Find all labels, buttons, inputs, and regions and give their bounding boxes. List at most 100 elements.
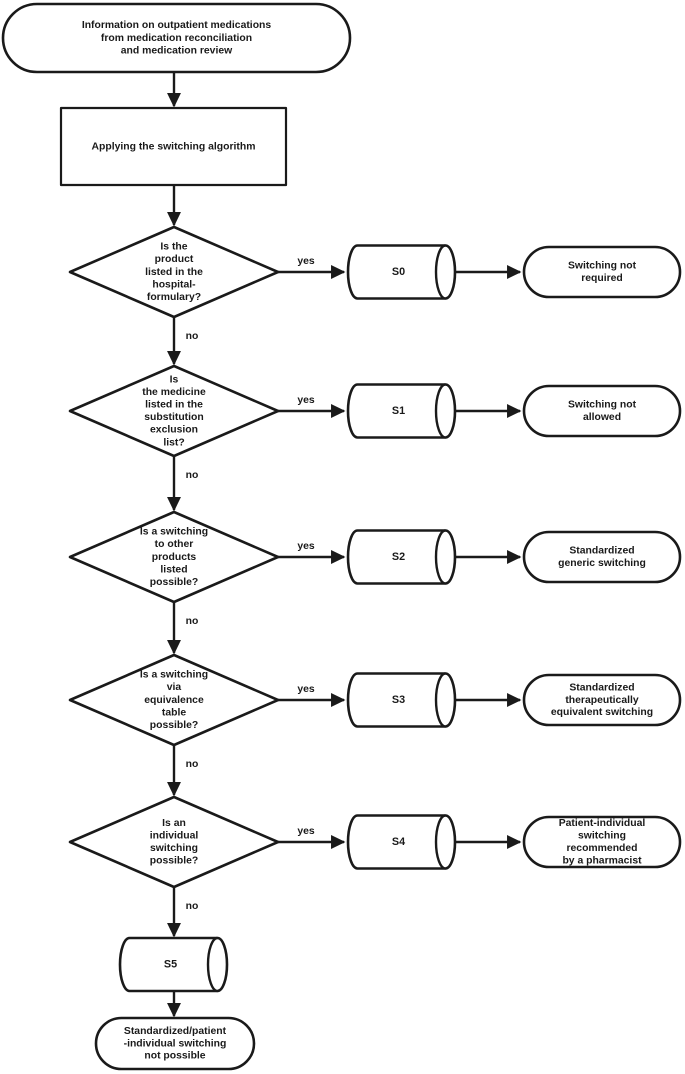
decision-other-products-outline (68, 510, 280, 604)
outcome-s4-label-line: switching (578, 831, 626, 842)
decision-exclusion-list-outline (68, 364, 280, 458)
decision-other-products-label-line: Is a switching (140, 527, 208, 538)
outcome-s0-outline (522, 245, 682, 299)
outcome-s0-label-line: required (581, 273, 623, 284)
start-node-label-line: Information on outpatient medications (82, 20, 272, 31)
outcome-s4-outline (522, 815, 682, 869)
outcome-s1-label-line: allowed (583, 412, 621, 423)
edge-label-yes-4: yes (297, 684, 315, 695)
decision-equivalence-table-label-line: equivalence (144, 695, 204, 706)
state-S5[interactable] (118, 936, 229, 993)
outcome-s5[interactable] (94, 1016, 256, 1071)
outcome-s2[interactable] (522, 530, 682, 584)
state-S1-cap (434, 383, 446, 439)
state-S3[interactable] (346, 672, 457, 728)
outcome-s3-label-line: equivalent switching (551, 707, 653, 718)
outcome-s5-label-line: not possible (144, 1051, 205, 1062)
outcome-s1[interactable] (522, 384, 682, 438)
decision-equivalence-table-label-line: via (167, 682, 182, 693)
edge-label-no-4: no (186, 759, 199, 770)
outcome-s4-label-line: by a pharmacist (562, 855, 642, 866)
edge-label-yes-3: yes (297, 541, 315, 552)
decision-other-products-label-line: possible? (150, 577, 199, 588)
edge-label-yes-1: yes (297, 256, 315, 267)
decision-equivalence-table-label-line: table (162, 707, 186, 718)
decision-other-products-label-line: to other (155, 539, 194, 550)
decision-individual-switching-label-line: Is an (162, 818, 186, 829)
outcome-s3-outline (522, 673, 682, 727)
outcome-s2-label-line: generic switching (558, 558, 646, 569)
state-S2[interactable] (346, 529, 457, 585)
process-node[interactable] (59, 106, 288, 187)
state-S4-label: S4 (392, 836, 405, 848)
decision-formulary-label-line: product (155, 254, 194, 265)
outcome-s4-label-line: recommended (566, 843, 637, 854)
outcome-s1-label-line: Switching not (568, 400, 637, 411)
process-node-label-line: Applying the switching algorithm (92, 141, 256, 152)
process-node-label: Applying the switching algorithm (92, 141, 256, 152)
decision-exclusion-list-label-line: substitution (144, 412, 203, 423)
state-S0-label: S0 (392, 266, 405, 278)
state-S5-cap (206, 936, 218, 993)
outcome-s4[interactable] (522, 815, 682, 869)
state-S3-label: S3 (392, 694, 405, 706)
decision-equivalence-table[interactable] (68, 653, 280, 747)
decision-formulary-outline (68, 225, 280, 319)
start-node[interactable] (1, 2, 352, 74)
outcome-s4-label-line: Patient-individual (559, 818, 646, 829)
state-S1-label: S1 (392, 405, 405, 417)
state-S5-label: S5 (164, 958, 177, 970)
state-S1-label-line: S1 (392, 405, 405, 417)
state-S0-cap (434, 244, 446, 300)
decision-individual-switching-label-line: individual (150, 830, 199, 841)
outcome-s3[interactable] (522, 673, 682, 727)
outcome-s3-label-line: therapeutically (565, 695, 639, 706)
state-S5-label-line: S5 (164, 958, 177, 970)
decision-other-products[interactable] (68, 510, 280, 604)
decision-exclusion-list[interactable] (68, 364, 280, 458)
decision-exclusion-list-label-line: listed in the (145, 399, 203, 410)
outcome-s0[interactable] (522, 245, 682, 299)
edge-label-yes-2: yes (297, 395, 315, 406)
outcome-s1-outline (522, 384, 682, 438)
decision-formulary[interactable] (68, 225, 280, 319)
start-node-label: Information on outpatient medications fro… (82, 20, 272, 56)
edge-label-no-3: no (186, 616, 199, 627)
decision-equivalence-table-label-line: Is a switching (140, 670, 208, 681)
edge-label-yes-5: yes (297, 826, 315, 837)
decision-exclusion-list-label-line: Is (170, 374, 179, 385)
decision-exclusion-list-label-line: the medicine (142, 387, 206, 398)
edge-label-no-1: no (186, 331, 199, 342)
decision-equivalence-table-outline (68, 653, 280, 747)
state-S4[interactable] (346, 814, 457, 870)
state-S2-label-line: S2 (392, 551, 405, 563)
start-node-label-line: and medication review (121, 45, 233, 56)
outcome-s0-label-line: Switching not (568, 261, 637, 272)
state-S0-label-line: S0 (392, 266, 405, 278)
outcome-s5-label-line: -individual switching (124, 1038, 227, 1049)
outcome-s5-outline (94, 1016, 256, 1071)
state-S3-label-line: S3 (392, 694, 405, 706)
start-node-label-line: from medication reconciliation (101, 33, 252, 44)
outcome-s4-label: Patient-individual switchingrecommendedby… (559, 818, 646, 866)
decision-formulary-label-line: listed in the (145, 267, 203, 278)
decision-equivalence-table-label-line: possible? (150, 720, 199, 731)
outcome-s2-outline (522, 530, 682, 584)
decision-individual-switching[interactable] (68, 795, 280, 889)
state-S0[interactable] (346, 244, 457, 300)
start-node-outline (1, 2, 352, 74)
state-S4-label-line: S4 (392, 836, 405, 848)
state-S1[interactable] (346, 383, 457, 439)
outcome-s2-label-line: Standardized (569, 546, 634, 557)
edge-label-no-5: no (186, 901, 199, 912)
decision-individual-switching-outline (68, 795, 280, 889)
decision-exclusion-list-label-line: list? (163, 437, 184, 448)
